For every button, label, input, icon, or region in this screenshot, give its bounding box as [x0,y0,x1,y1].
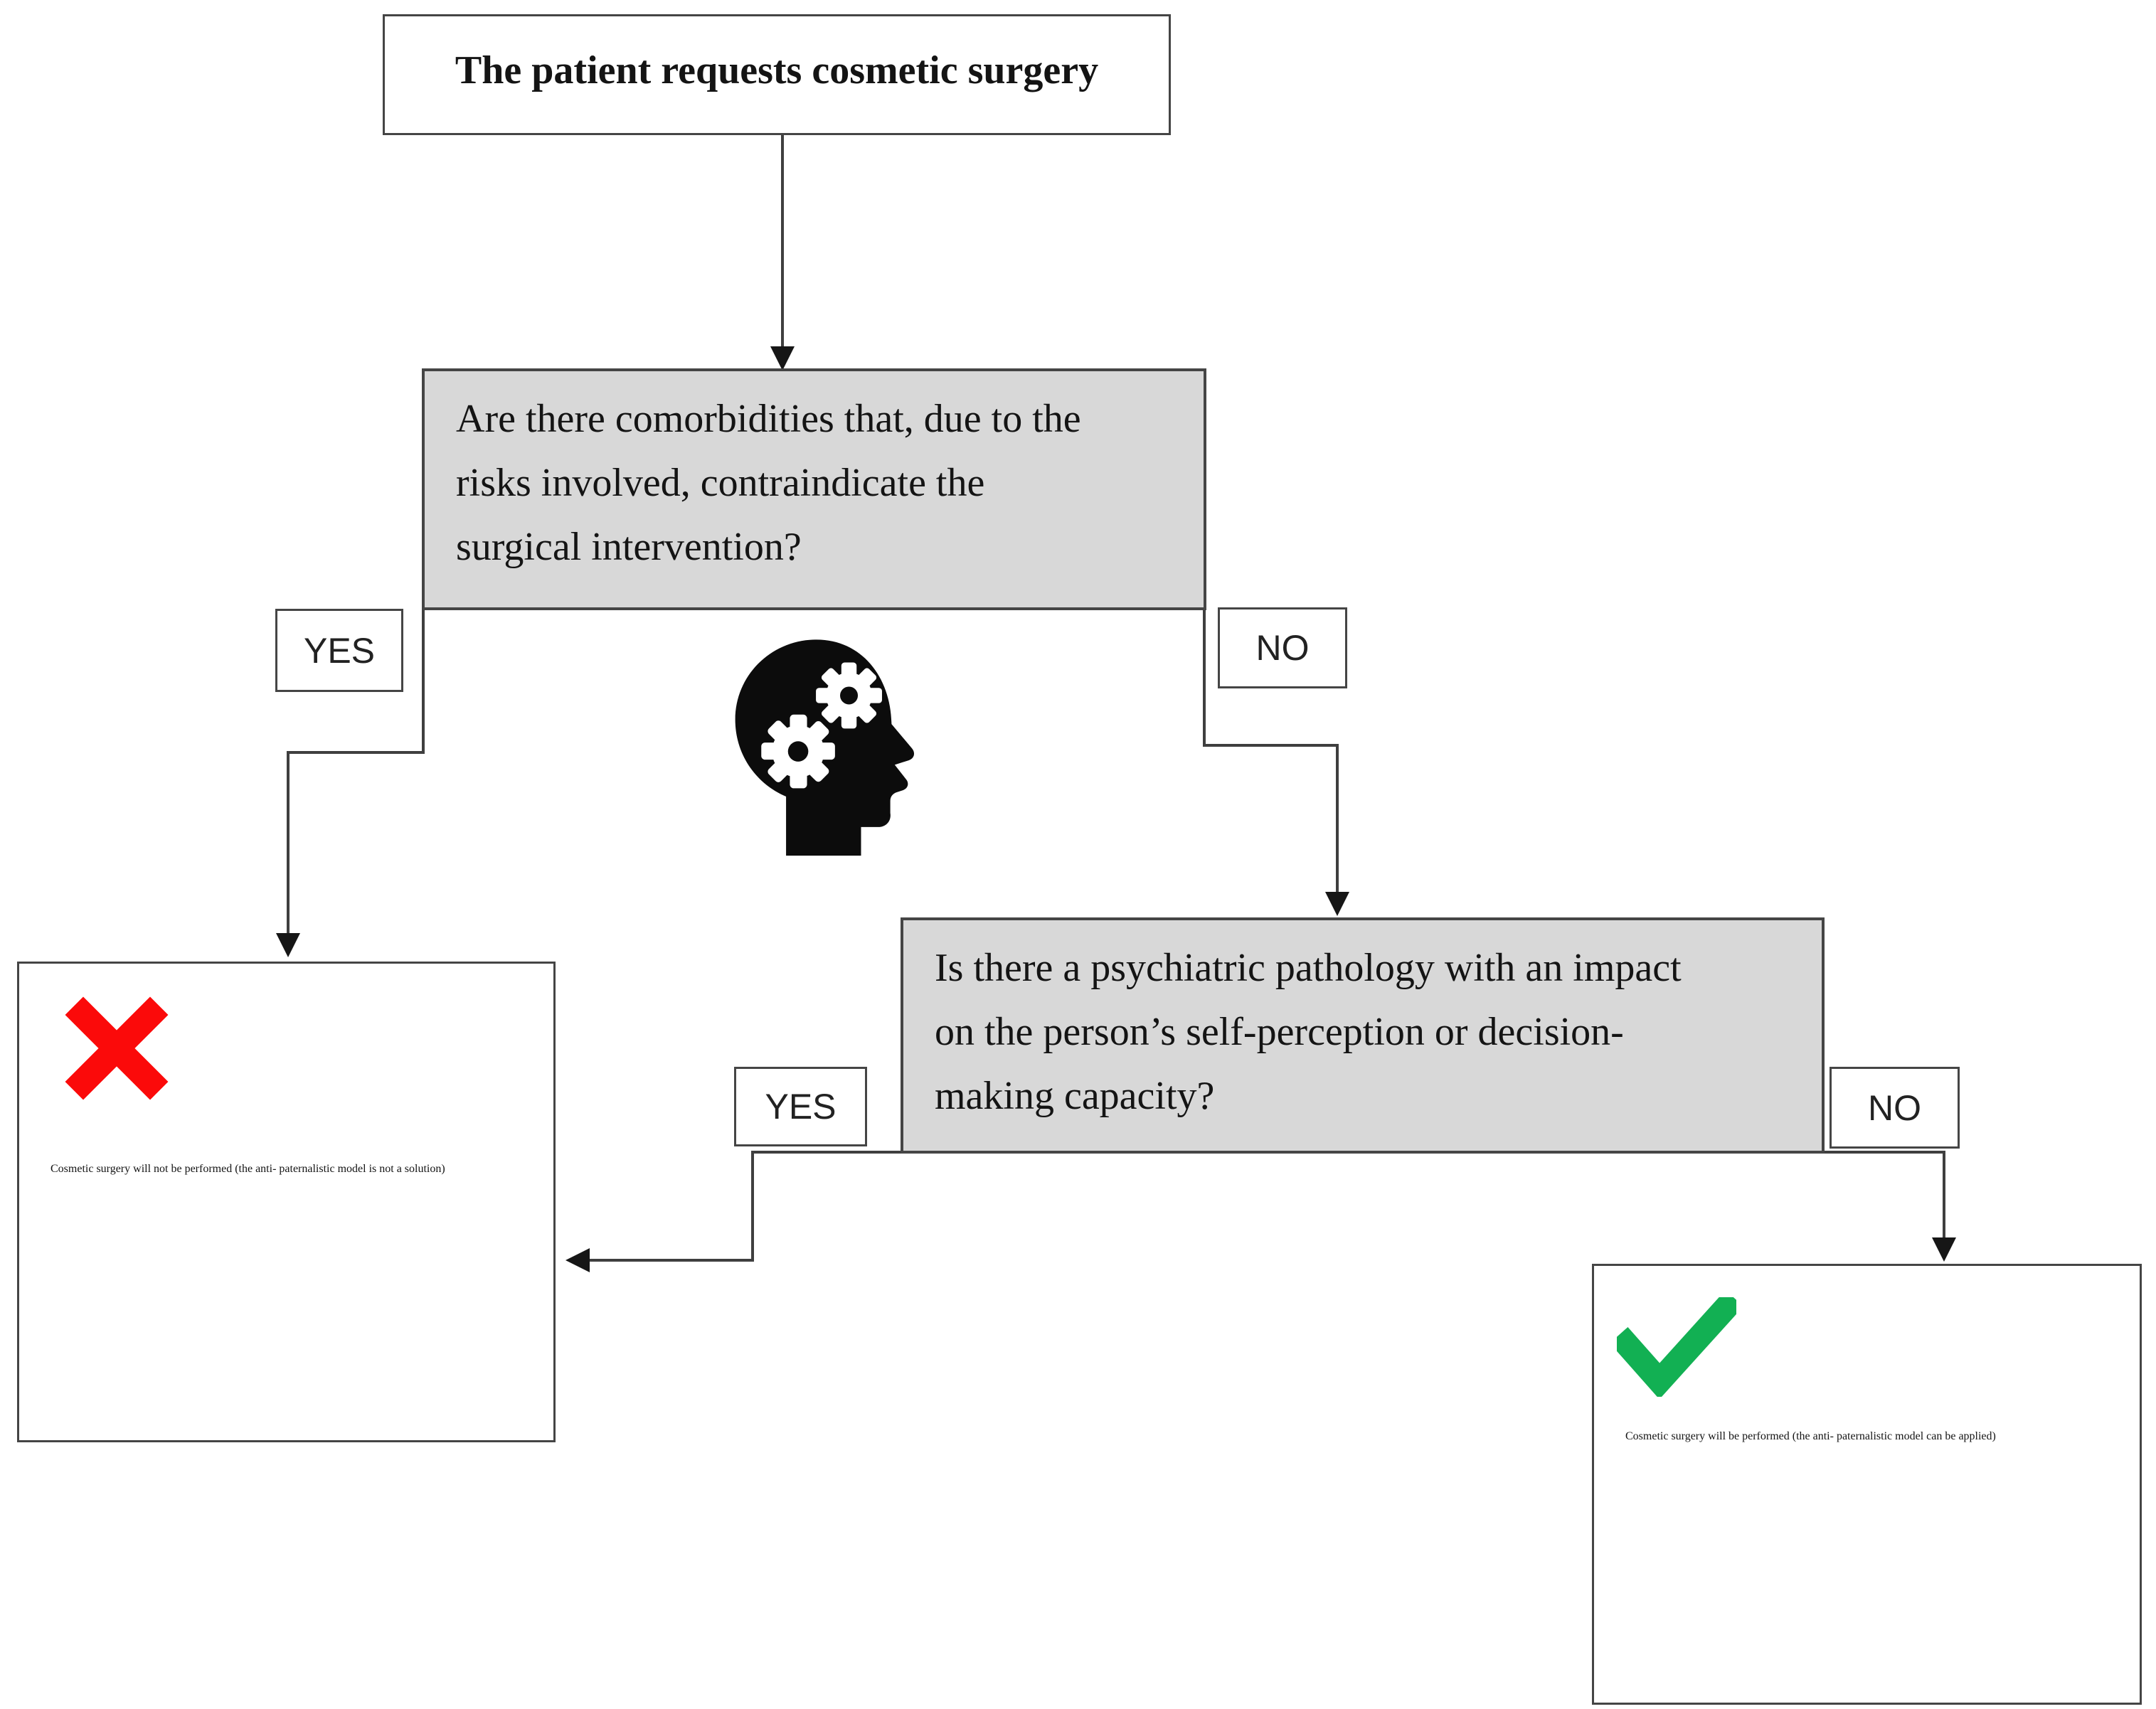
connector-start-to-q1 [770,135,795,371]
label-q1-no: NO [1218,607,1347,688]
label-q2-no-text: NO [1868,1087,1921,1128]
gear-bottom-icon [761,714,835,789]
label-q2-yes: YES [734,1067,867,1146]
label-q1-yes: YES [275,609,403,692]
question-psychiatric-pathology-text: Is there a psychiatric pathology with an… [935,946,1682,1118]
label-q2-no: NO [1830,1067,1960,1149]
head-with-gears-icon [735,639,915,856]
outcome-surgery-performed: Cosmetic surgery will be performed (the … [1592,1264,2142,1705]
label-q1-yes-text: YES [303,630,376,671]
connector-q2-yes [565,1151,902,1272]
label-q2-yes-text: YES [765,1087,837,1127]
outcome-surgery-performed-text: Cosmetic surgery will be performed (the … [1625,1430,1996,1442]
question-psychiatric-pathology: Is there a psychiatric pathology with an… [901,917,1825,1154]
connector-q2-no [1823,1151,1956,1262]
green-check-icon [1617,1297,1736,1397]
question-comorbidities: Are there comorbidities that, due to the… [422,368,1206,610]
outcome-surgery-not-performed-text: Cosmetic surgery will not be performed (… [51,1163,445,1175]
red-cross-icon [65,996,169,1100]
start-node: The patient requests cosmetic surgery [383,14,1171,135]
label-q1-no-text: NO [1255,628,1310,668]
outcome-surgery-not-performed: Cosmetic surgery will not be performed (… [17,962,556,1442]
gear-top-icon [816,662,882,729]
start-node-text: The patient requests cosmetic surgery [455,48,1099,92]
question-comorbidities-text: Are there comorbidities that, due to the… [456,397,1081,569]
